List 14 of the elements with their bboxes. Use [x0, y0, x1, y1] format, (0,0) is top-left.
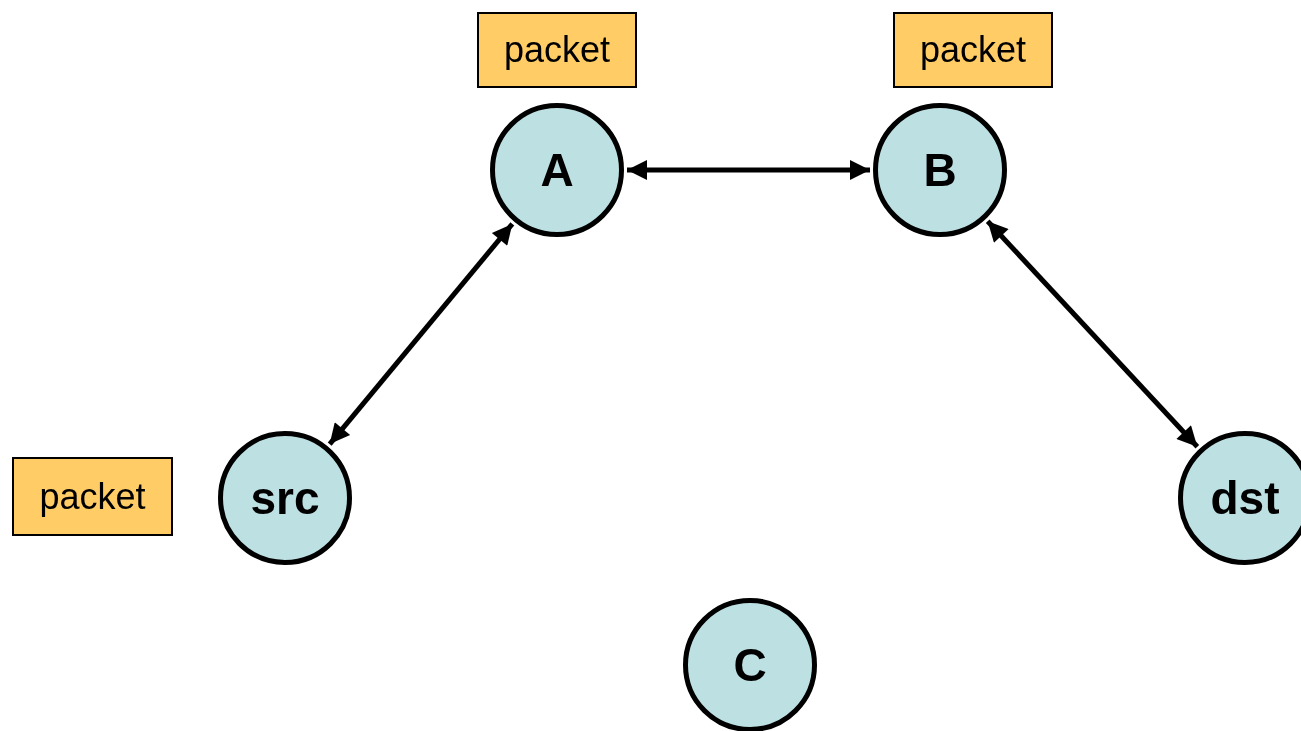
double-arrow	[627, 160, 870, 180]
node-label: A	[540, 143, 574, 197]
node-label: src	[250, 471, 320, 525]
packet-label: packet	[39, 475, 146, 518]
packet-label: packet	[919, 29, 1027, 71]
node-label: C	[733, 638, 767, 692]
packet-box	[893, 12, 1053, 88]
packet-label: packet	[503, 29, 611, 71]
packet-box	[477, 12, 637, 88]
double-arrow	[327, 222, 515, 446]
node-label: dst	[1210, 471, 1280, 525]
double-arrow	[985, 219, 1200, 449]
node-label: B	[923, 143, 957, 197]
packet-box	[12, 457, 173, 536]
